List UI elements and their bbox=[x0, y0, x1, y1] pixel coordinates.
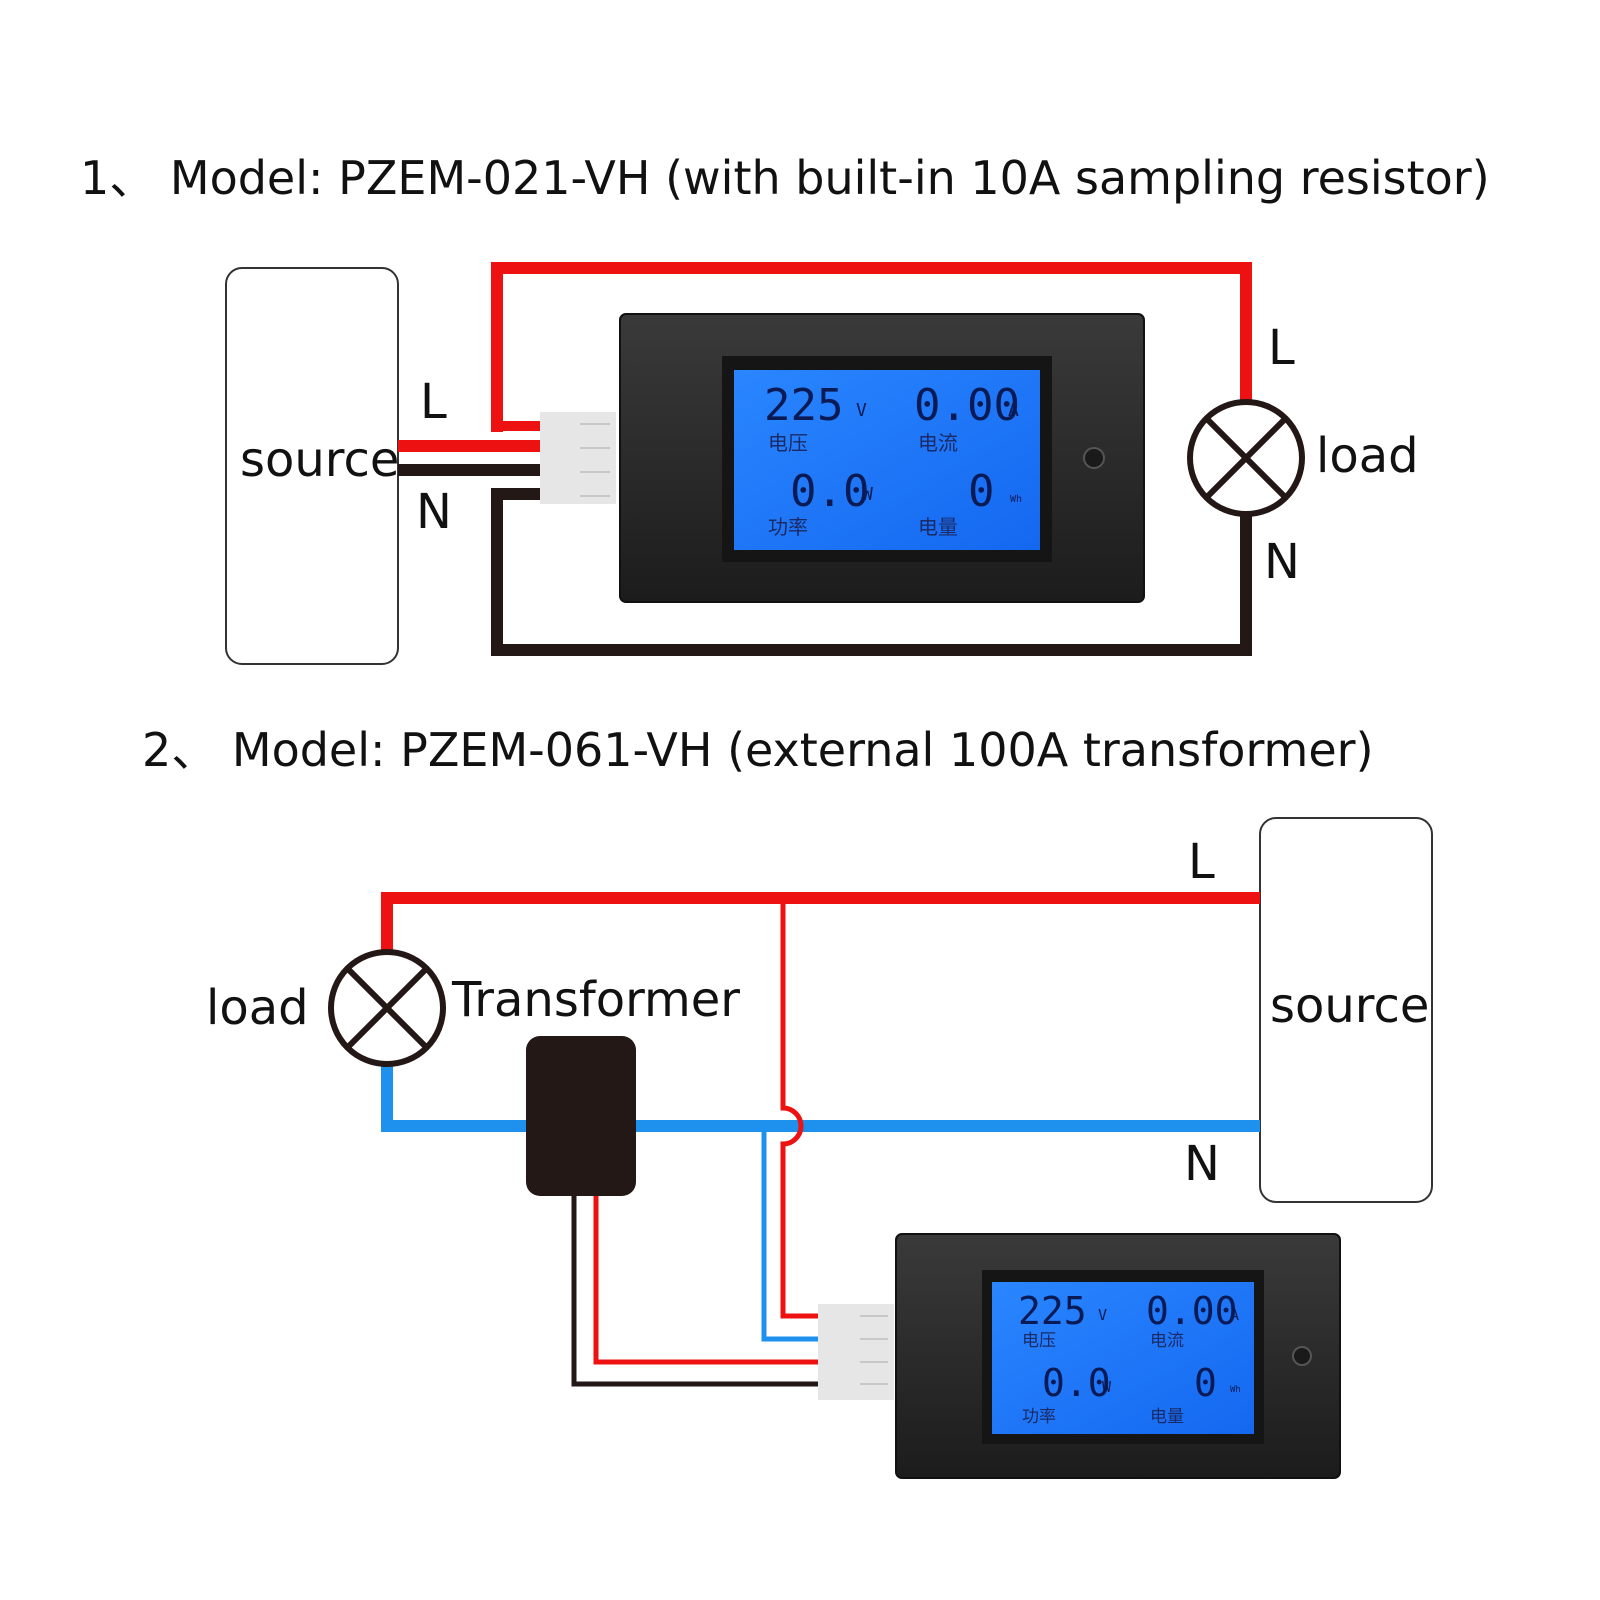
lcd-power-unit-1: W bbox=[862, 484, 873, 505]
lcd-power-1: 0.0 bbox=[790, 466, 869, 517]
lcd-power-label-2: 功率 bbox=[1022, 1407, 1056, 1427]
load-label-2: load bbox=[206, 980, 309, 1036]
lcd-voltage-unit-2: V bbox=[1098, 1306, 1107, 1324]
lcd-voltage-1: 225 bbox=[764, 380, 843, 431]
load-lamp-icon-2 bbox=[328, 949, 446, 1067]
lcd-screen-2 bbox=[992, 1282, 1254, 1434]
meter-button-1 bbox=[1083, 447, 1105, 469]
lcd-energy-1: 0 bbox=[968, 466, 995, 517]
neutral-wire-2 bbox=[381, 1066, 1260, 1132]
lcd-power-2: 0.0 bbox=[1042, 1361, 1111, 1405]
lcd-current-2: 0.00 bbox=[1146, 1289, 1238, 1333]
source-L-label-1: L bbox=[420, 374, 447, 430]
lcd-voltage-unit-1: V bbox=[856, 400, 867, 421]
lcd-screen-1 bbox=[734, 370, 1040, 550]
lcd-voltage-label-1: 电压 bbox=[768, 431, 808, 455]
connector-1 bbox=[540, 412, 616, 504]
live-wire-1 bbox=[398, 262, 1252, 452]
lcd-energy-unit-1: Wh bbox=[1010, 494, 1022, 505]
lcd-power-label-1: 功率 bbox=[768, 515, 808, 539]
lcd-current-unit-1: A bbox=[1008, 400, 1019, 421]
lcd-energy-2: 0 bbox=[1194, 1361, 1217, 1405]
power-meter-1: 225 V 电压 0.00 A 电流 0.0 W 功率 0 Wh 电量 bbox=[619, 313, 1145, 603]
lcd-current-1: 0.00 bbox=[914, 380, 1020, 431]
transformer-red-lead bbox=[593, 1196, 818, 1365]
source-label-2: source bbox=[1270, 978, 1430, 1034]
load-lamp-icon-1 bbox=[1187, 399, 1305, 517]
diagram1-title: 1、 Model: PZEM-021-VH (with built-in 10A… bbox=[80, 151, 1490, 205]
diagram2-title: 2、 Model: PZEM-061-VH (external 100A tra… bbox=[142, 723, 1374, 777]
connector-2 bbox=[818, 1304, 894, 1400]
source-label-1: source bbox=[240, 432, 400, 488]
power-meter-2: 225 V 电压 0.00 A 电流 0.0 W 功率 0 Wh 电量 bbox=[895, 1233, 1341, 1479]
load-label-1: load bbox=[1316, 428, 1419, 484]
source-box-2 bbox=[1259, 817, 1433, 1203]
load-N-label-1: N bbox=[1264, 534, 1300, 590]
L-label-2: L bbox=[1188, 834, 1215, 890]
meter-button-2 bbox=[1292, 1346, 1312, 1366]
live-lead-wire bbox=[780, 898, 818, 1319]
lcd-current-label-1: 电流 bbox=[918, 431, 958, 455]
neutral-lead-wire bbox=[761, 1126, 818, 1342]
transformer-box bbox=[526, 1036, 636, 1196]
lcd-current-unit-2: A bbox=[1230, 1306, 1239, 1324]
load-L-label-1: L bbox=[1268, 320, 1295, 376]
lcd-energy-label-1: 电量 bbox=[918, 515, 958, 539]
transformer-black-lead bbox=[571, 1196, 818, 1387]
neutral-wire-1 bbox=[398, 464, 1252, 656]
source-N-label-1: N bbox=[416, 484, 452, 540]
lcd-power-unit-2: W bbox=[1102, 1378, 1112, 1396]
lcd-current-label-2: 电流 bbox=[1150, 1331, 1184, 1351]
transformer-label: Transformer bbox=[452, 972, 741, 1028]
lcd-voltage-label-2: 电压 bbox=[1022, 1331, 1056, 1351]
N-label-2: N bbox=[1184, 1136, 1220, 1192]
lcd-energy-unit-2: Wh bbox=[1230, 1385, 1241, 1395]
lcd-energy-label-2: 电量 bbox=[1150, 1407, 1184, 1427]
live-wire-2 bbox=[381, 892, 1260, 950]
lcd-voltage-2: 225 bbox=[1018, 1289, 1087, 1333]
